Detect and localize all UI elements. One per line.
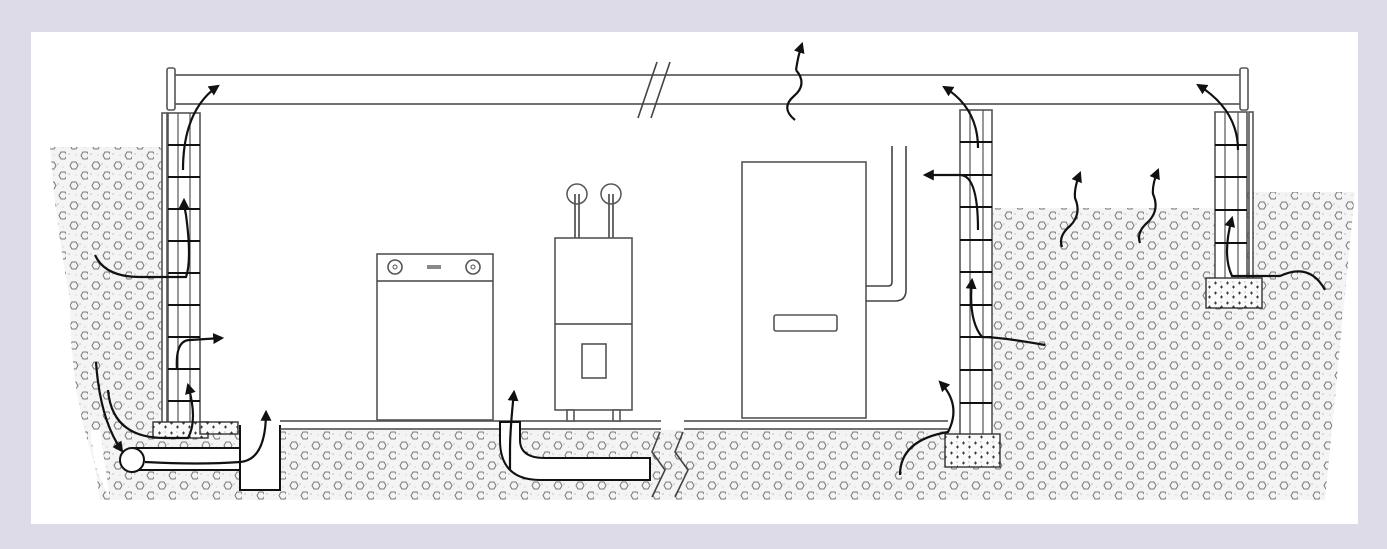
left-ledge <box>199 421 239 435</box>
sump-pit <box>239 425 281 491</box>
water-heater-leg <box>612 409 621 422</box>
left-foundation-wall <box>152 112 239 439</box>
flow-arrow <box>1224 215 1326 291</box>
flow-arrows <box>93 41 1326 476</box>
flow-arrow <box>181 84 220 171</box>
flow-arrow <box>965 277 1046 347</box>
soil-right-region <box>950 192 1355 500</box>
flow-arrow <box>175 333 225 371</box>
break-mark <box>637 61 658 119</box>
right-footing <box>944 433 1001 468</box>
flow-arrow <box>898 380 955 476</box>
floor-drain-pipe <box>499 421 651 481</box>
flow-arrow <box>1137 167 1160 244</box>
left-rim-board <box>166 67 176 111</box>
pipe-fitting-icon <box>600 183 622 205</box>
washer-dial-icon <box>465 259 481 275</box>
washing-machine <box>376 253 494 421</box>
break-mark <box>650 61 671 119</box>
flow-arrow <box>1059 170 1082 248</box>
pipe-fitting-icon <box>566 183 588 205</box>
far-right-footing <box>1205 277 1263 309</box>
right-rim-board <box>1239 67 1249 111</box>
soil-left-region <box>50 147 162 500</box>
washer-dial-icon <box>387 259 403 275</box>
furnace <box>741 146 907 419</box>
flow-arrow <box>922 169 980 231</box>
drain-tile <box>119 447 257 473</box>
far-right-wall <box>1205 111 1263 309</box>
furnace-vent <box>773 314 838 332</box>
flow-arrow <box>106 382 196 440</box>
flow-arrow <box>794 41 805 71</box>
furnace-flue <box>866 146 907 302</box>
slab-break-mark <box>651 431 689 498</box>
flow-arrow <box>786 69 803 121</box>
water-heater-panel <box>581 343 607 379</box>
flow-arrow <box>144 409 272 465</box>
flow-arrow <box>93 197 191 279</box>
right-foundation-wall <box>944 109 1001 468</box>
flow-arrow <box>94 361 124 453</box>
flow-arrow <box>507 389 519 470</box>
floor-joist <box>166 61 1249 119</box>
water-heater <box>554 183 633 422</box>
flow-arrow <box>942 85 980 149</box>
washer-display-mark <box>427 265 441 269</box>
basement-slab <box>280 420 948 498</box>
drain-tile-pipe <box>119 447 145 473</box>
water-heater-leg <box>566 409 575 422</box>
flow-arrow <box>1196 83 1240 151</box>
